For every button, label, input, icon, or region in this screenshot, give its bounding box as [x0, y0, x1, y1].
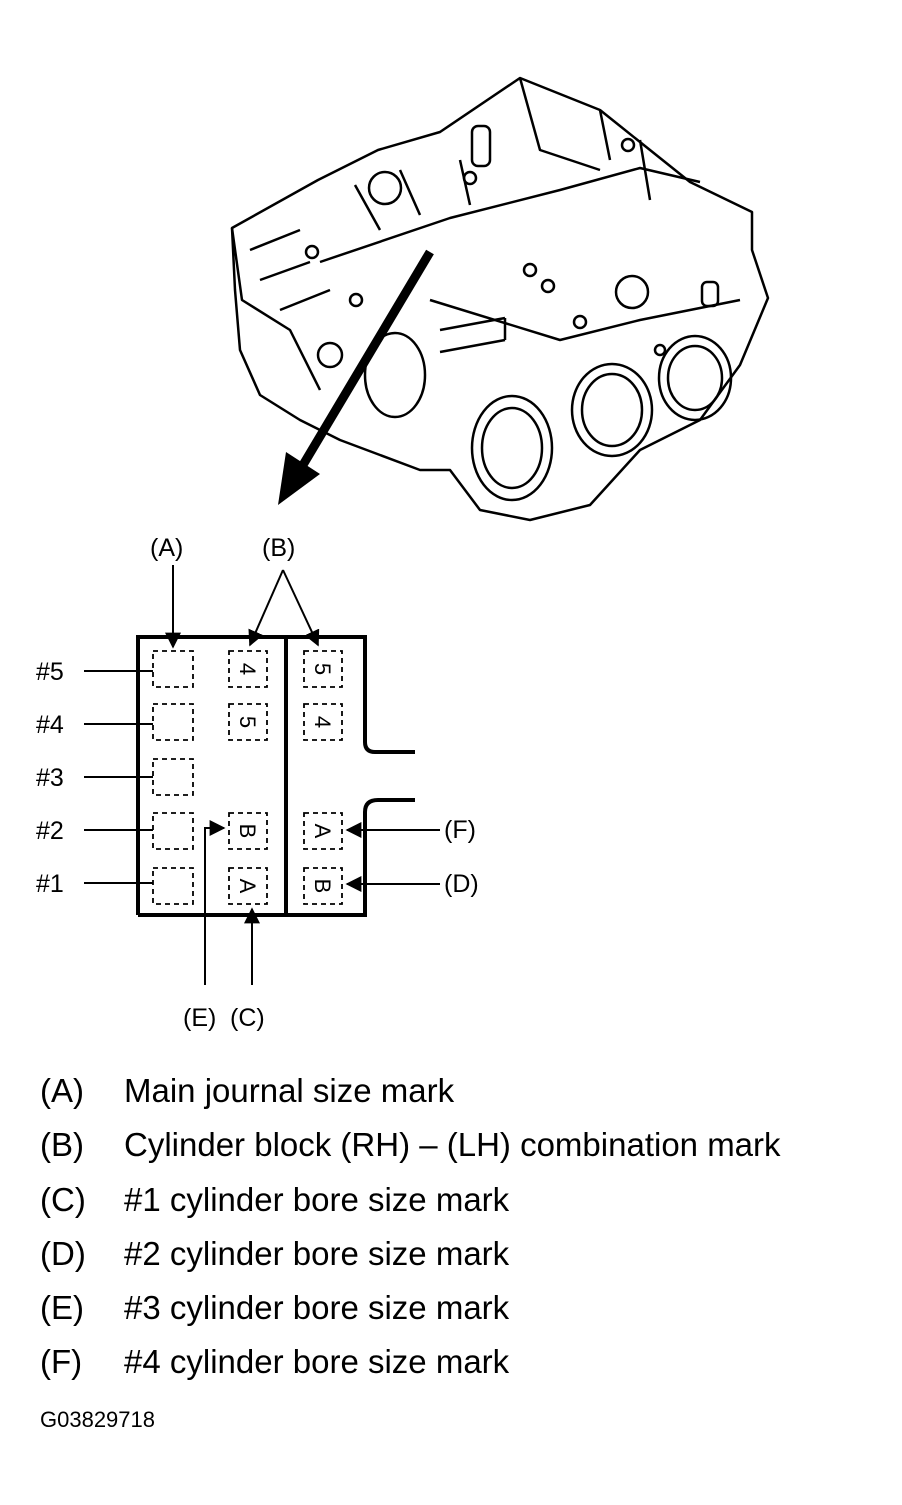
- mark-lh-4: 4: [310, 716, 335, 728]
- legend-item-b: (B) Cylinder block (RH) – (LH) combinatio…: [40, 1125, 781, 1165]
- bolt-hole-2: [540, 278, 556, 294]
- bolt-hole-5: [620, 137, 636, 153]
- journal-mark-box-5: [152, 650, 194, 688]
- rh-mark-box-1: [228, 867, 268, 905]
- arrow-e: [204, 820, 226, 985]
- engine-rib-1: [249, 228, 331, 312]
- stud-boss-3: [316, 341, 344, 369]
- legend-key: (F): [40, 1343, 83, 1380]
- legend-item-c: (C) #1 cylinder bore size mark: [40, 1180, 509, 1220]
- row-label-2: #2: [36, 817, 64, 845]
- legend-key: (E): [40, 1289, 84, 1326]
- callout-labels: (A) (B) (E) (C) (F) (D): [150, 534, 479, 1032]
- legend-text: Cylinder block (RH) – (LH) combination m…: [124, 1126, 781, 1163]
- stud-boss-1: [367, 170, 403, 206]
- callout-b: (B): [262, 534, 295, 562]
- cylinder-row-labels: #5 #4 #3 #2 #1: [36, 658, 64, 898]
- cylinder-bore-1-inner: [480, 406, 544, 490]
- engine-block-illustration: [230, 76, 770, 522]
- callout-d: (D): [444, 870, 479, 898]
- lh-mark-boxes: [303, 650, 343, 905]
- mark-lh-2: A: [310, 824, 335, 839]
- arrow-b-left: [248, 569, 284, 647]
- mark-rh-1: A: [235, 879, 260, 894]
- legend-text: #2 cylinder bore size mark: [124, 1235, 510, 1272]
- legend-key: (D): [40, 1235, 86, 1272]
- bolt-hole-6: [304, 244, 320, 260]
- journal-mark-box-3: [152, 758, 194, 796]
- engine-rib-2: [518, 77, 652, 201]
- journal-mark-box-1: [152, 867, 194, 905]
- engine-rib-3: [353, 159, 472, 231]
- rh-mark-box-2: [228, 812, 268, 850]
- journal-mark-box-2: [152, 812, 194, 850]
- legend-key: (C): [40, 1181, 86, 1218]
- legend-text: #1 cylinder bore size mark: [124, 1181, 510, 1218]
- block-outline: [136, 635, 415, 915]
- block-outline-lower: [138, 798, 415, 917]
- callout-c: (C): [230, 1004, 265, 1032]
- dowel-post-2: [700, 280, 720, 308]
- callout-e: (E): [183, 1004, 216, 1032]
- legend-item-d: (D) #2 cylinder bore size mark: [40, 1234, 509, 1274]
- bolt-hole-4: [462, 170, 478, 186]
- callout-arrows: [165, 565, 440, 985]
- callout-f: (F): [444, 816, 476, 844]
- stud-boss-2: [614, 274, 650, 310]
- row-leaders: [84, 670, 153, 884]
- cylinder-bore-4: [363, 331, 427, 419]
- cylinder-bore-1: [470, 394, 554, 502]
- rh-mark-boxes: [228, 650, 268, 905]
- legend-key: (B): [40, 1126, 84, 1163]
- detail-pointer-arrow: [278, 249, 434, 505]
- cylinder-bore-3: [657, 334, 733, 422]
- row-label-5: #5: [36, 658, 64, 686]
- journal-mark-box-4: [152, 703, 194, 741]
- row-label-4: #4: [36, 711, 64, 739]
- row-label-3: #3: [36, 764, 64, 792]
- lh-mark-box-1: [303, 867, 343, 905]
- rh-mark-box-4: [228, 703, 268, 741]
- legend-item-f: (F) #4 cylinder bore size mark: [40, 1342, 509, 1382]
- engine-deck-line: [319, 166, 701, 264]
- lh-mark-box-4: [303, 703, 343, 741]
- legend-item-e: (E) #3 cylinder bore size mark: [40, 1288, 509, 1328]
- rh-mark-box-5: [228, 650, 268, 688]
- lh-mark-box-2: [303, 812, 343, 850]
- water-pipe: [439, 316, 507, 354]
- mark-rh-4: 5: [235, 716, 260, 728]
- bolt-hole-8: [653, 343, 667, 357]
- cylinder-bore-2: [570, 362, 654, 458]
- cylinder-bore-3-inner: [666, 344, 724, 412]
- block-detail-view: [84, 565, 440, 985]
- figure-id: G03829718: [40, 1407, 155, 1432]
- arrow-b-right: [282, 569, 320, 647]
- cylinder-bore-2-inner: [580, 372, 644, 448]
- callout-a: (A): [150, 534, 183, 562]
- stamped-marks: 4 5 B A 5 4 A B: [235, 663, 335, 894]
- legend-text: #4 cylinder bore size mark: [124, 1343, 510, 1380]
- journal-mark-boxes: [152, 650, 194, 905]
- mark-rh-5: 4: [235, 663, 260, 675]
- mark-lh-1: B: [310, 879, 335, 894]
- row-label-1: #1: [36, 870, 64, 898]
- bolt-hole-7: [348, 292, 364, 308]
- legend-text: #3 cylinder bore size mark: [124, 1289, 510, 1326]
- legend-item-a: (A) Main journal size mark: [40, 1071, 454, 1111]
- engine-side-line: [230, 227, 322, 391]
- dowel-post-1: [470, 124, 492, 168]
- bolt-hole-3: [572, 314, 588, 330]
- mark-rh-2: B: [235, 824, 260, 839]
- bolt-hole-1: [522, 262, 538, 278]
- mark-lh-5: 5: [310, 663, 335, 675]
- legend-key: (A): [40, 1072, 84, 1109]
- legend-text: Main journal size mark: [124, 1072, 455, 1109]
- lh-mark-box-5: [303, 650, 343, 688]
